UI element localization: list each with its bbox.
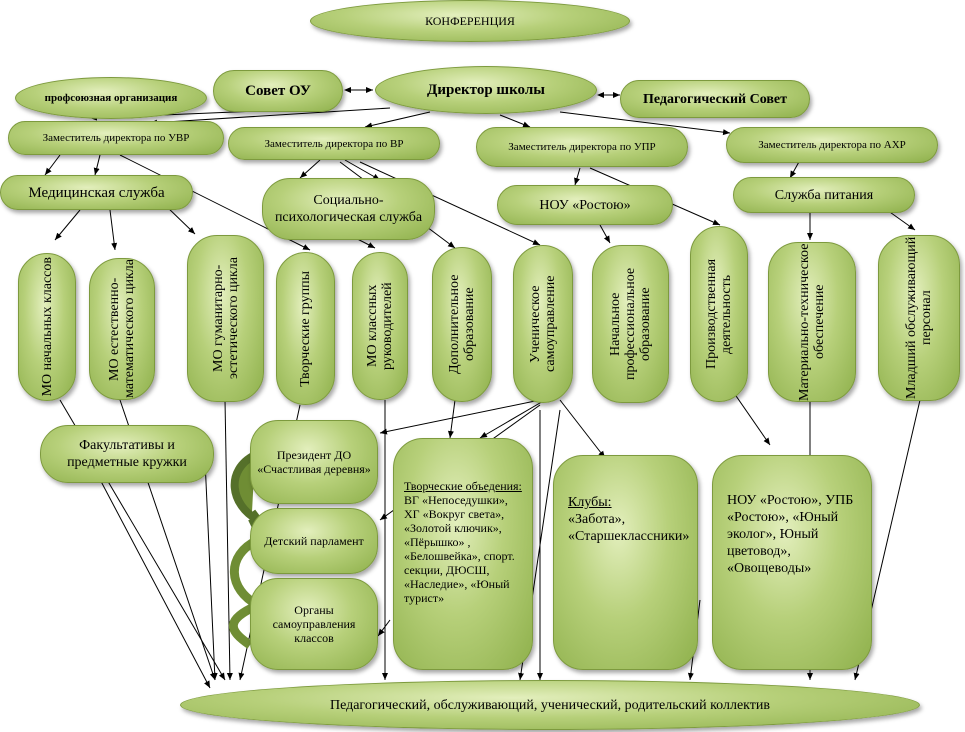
president-node: Президент ДО «Счастливая деревня»: [250, 420, 378, 504]
trade-union-node: профсоюзная организация: [15, 77, 207, 119]
column-additional-education: Дополнительное образование: [432, 247, 492, 402]
social-service-node: Социально-психологическая служба: [262, 178, 435, 240]
column-label: Производственная деятельность: [704, 258, 734, 370]
deputy-uvr-node: Заместитель директора по УВР: [8, 121, 224, 155]
deputy-ahr-node: Заместитель директора по АХР: [726, 127, 938, 163]
creative-title: Творческие объедения:: [404, 479, 522, 493]
food-service-node: Служба питания: [733, 177, 915, 213]
clubs-node: Клубы: «Забота», «Старшеклассники»: [553, 455, 698, 670]
column-label: Творческие группы: [298, 270, 313, 387]
column-label: Младший обслуживающий персонал: [904, 236, 934, 400]
medical-node: Медицинская служба: [0, 175, 193, 210]
creative-body: ВГ «Непоседушки», ХГ «Вокруг света», «Зо…: [404, 493, 515, 605]
column-label: МО гуманитарно-эстетического цикла: [210, 257, 241, 380]
council-ou-node: Совет ОУ: [213, 70, 343, 112]
nou-list-node: НОУ «Ростою», УПБ «Ростою», «Юный эколог…: [712, 455, 872, 670]
clubs-body: «Забота», «Старшеклассники»: [568, 512, 690, 544]
column-label: Ученическое самоуправление: [528, 275, 558, 373]
facultative-node: Факультативы и предметные кружки: [40, 425, 214, 483]
ped-council-node: Педагогический Совет: [620, 80, 810, 118]
creative-associations-node: Творческие объедения: ВГ «Непоседушки», …: [393, 438, 533, 670]
column-label: Начальное профессиональное образование: [608, 267, 653, 381]
column-label: МО естественно-математического цикла: [107, 259, 137, 399]
column-mo-primary: МО начальных классов: [18, 253, 76, 401]
column-student-self-government: Ученическое самоуправление: [513, 245, 573, 403]
clubs-title: Клубы:: [568, 495, 612, 510]
column-label: Материально-техническое обеспечение: [797, 243, 827, 401]
conference-node: КОНФЕРЕНЦИЯ: [310, 0, 630, 42]
nou-node: НОУ «Ростою»: [497, 185, 673, 225]
deputy-upr-node: Заместитель директора по УПР: [476, 127, 688, 167]
column-mo-science: МО естественно-математического цикла: [89, 258, 155, 400]
column-label: МО начальных классов: [39, 257, 55, 397]
column-mo-class-teachers: МО классных руководителей: [352, 252, 408, 400]
column-production-activity: Производственная деятельность: [690, 226, 748, 402]
self-government-node: Органы самоуправления классов: [250, 578, 378, 670]
column-material-technical: Материально-техническое обеспечение: [768, 242, 856, 402]
director-node: Директор школы: [375, 66, 597, 114]
column-junior-staff: Младший обслуживающий персонал: [878, 235, 960, 401]
column-label: Дополнительное образование: [447, 274, 477, 375]
collective-node: Педагогический, обслуживающий, ученическ…: [180, 680, 920, 730]
column-label: МО классных руководителей: [365, 282, 395, 370]
parliament-node: Детский парламент: [250, 508, 378, 574]
deputy-vr-node: Заместитель директора по ВР: [228, 127, 440, 160]
column-creative-groups: Творческие группы: [276, 252, 335, 405]
column-vocational-education: Начальное профессиональное образование: [592, 245, 669, 403]
column-mo-humanities: МО гуманитарно-эстетического цикла: [187, 235, 264, 402]
